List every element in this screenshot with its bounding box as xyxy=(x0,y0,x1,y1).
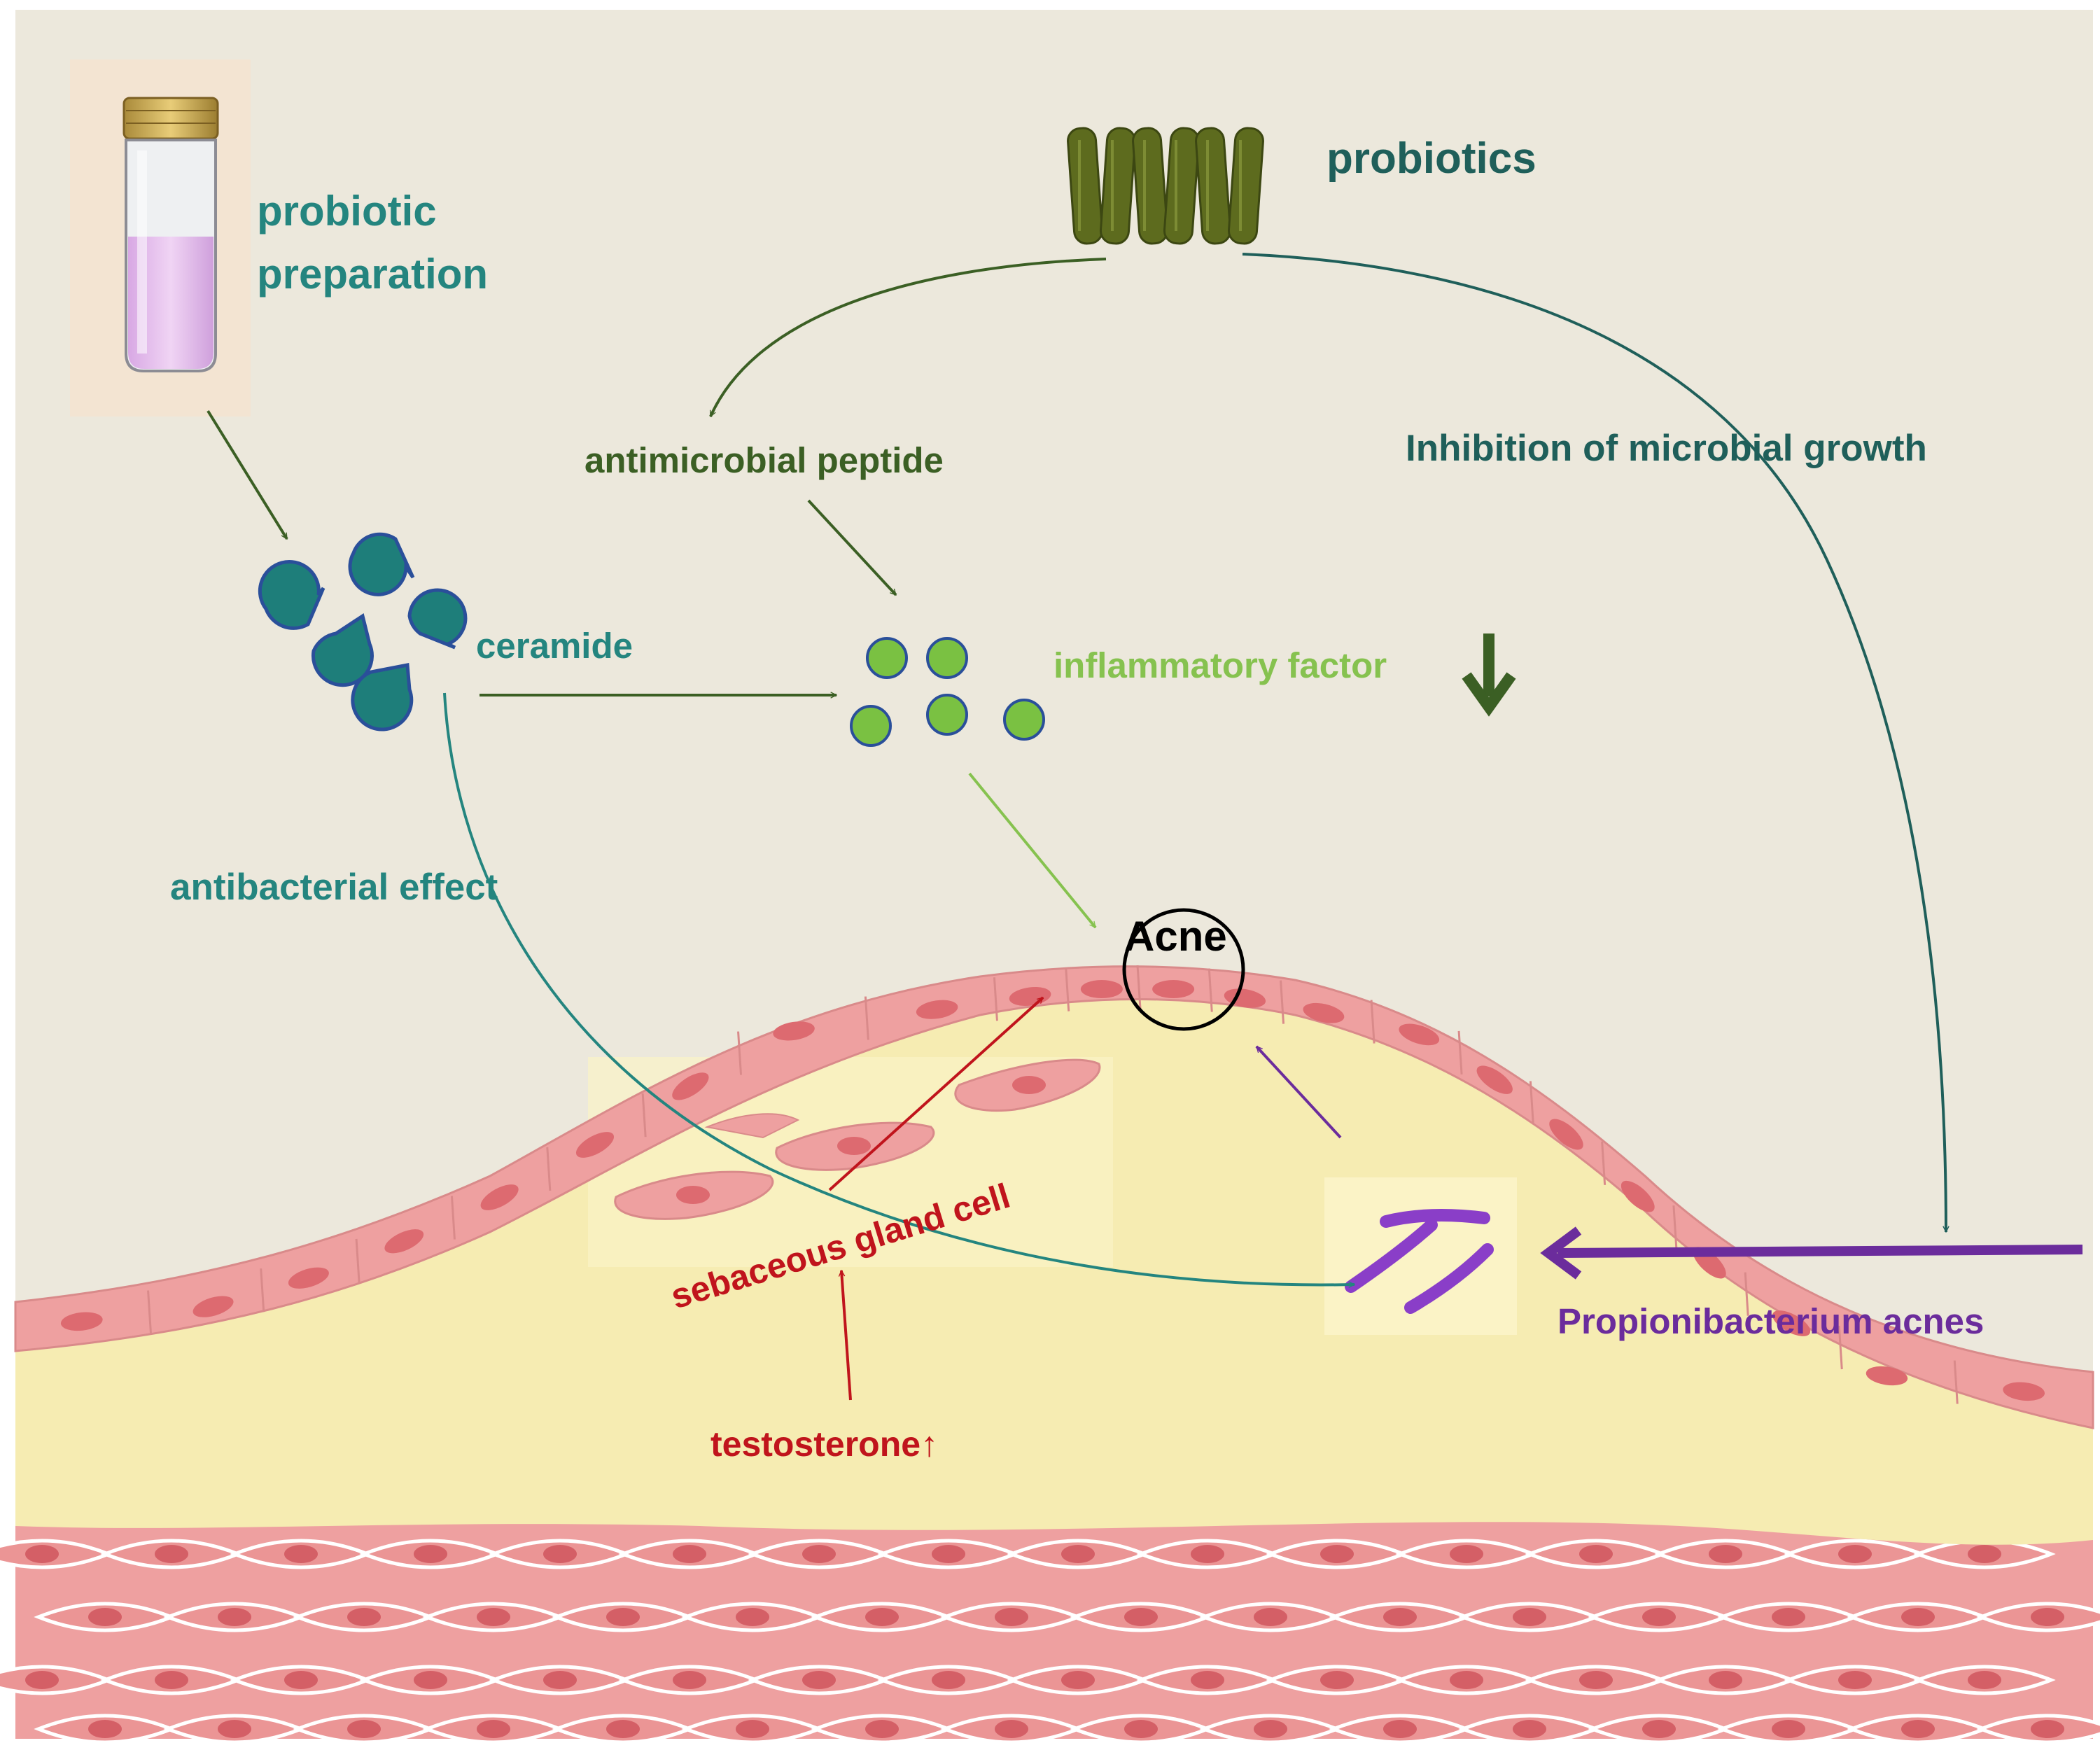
arrow-bacteria-to-acne xyxy=(1255,1045,1342,1139)
arrow-gland-to-acne xyxy=(828,996,1044,1191)
sebaceous-gland-cells-icon xyxy=(614,1058,1101,1220)
arrow-testosterone-to-gland xyxy=(841,1270,852,1401)
arrow-peptide-to-factor xyxy=(807,499,897,596)
label-propionibacterium-acnes: Propionibacterium acnes xyxy=(1558,1301,1984,1341)
label-inflammatory-factor: inflammatory factor xyxy=(1054,645,1387,685)
probiotic-rods-icon xyxy=(1067,127,1264,245)
label-testosterone: testosterone↑ xyxy=(710,1424,938,1464)
label-probiotics: probiotics xyxy=(1326,134,1536,183)
arrow-inhibition-of-growth xyxy=(1242,253,1946,1232)
label-antimicrobial-peptide: antimicrobial peptide xyxy=(584,440,944,480)
arrow-preparation-to-ceramide xyxy=(206,410,288,539)
label-probiotic-preparation-line2: preparation xyxy=(257,251,488,298)
label-ceramide: ceramide xyxy=(476,626,633,666)
subcutaneous-cells xyxy=(0,1539,2100,1744)
dermis-layer xyxy=(15,999,2093,1545)
label-acne: Acne xyxy=(1124,913,1227,960)
decrease-arrow-icon xyxy=(1462,634,1516,717)
acne-circle xyxy=(1122,908,1245,1031)
propionibacterium-icon xyxy=(1345,1209,1494,1314)
epidermis-layer xyxy=(14,965,2094,1429)
epidermis-cells xyxy=(60,965,2045,1404)
ceramide-droplets-icon xyxy=(258,532,468,732)
arrow-propionibacterium-head xyxy=(1540,1226,1582,1280)
arrow-probiotics-to-peptide xyxy=(709,258,1107,416)
arrow-propionibacterium-incoming xyxy=(1557,1245,2083,1258)
arrow-factor-to-acne xyxy=(968,772,1097,929)
label-inhibition-of-microbial-growth: Inhibition of microbial growth xyxy=(1406,428,1927,469)
label-antibacterial-effect: antibacterial effect xyxy=(170,867,498,908)
arrow-antibacterial-effect xyxy=(443,692,1354,1285)
inflammatory-factor-dots-icon xyxy=(850,637,1045,747)
probiotic-vial-icon xyxy=(70,59,251,416)
label-probiotic-preparation-line1: probiotic xyxy=(257,188,437,234)
